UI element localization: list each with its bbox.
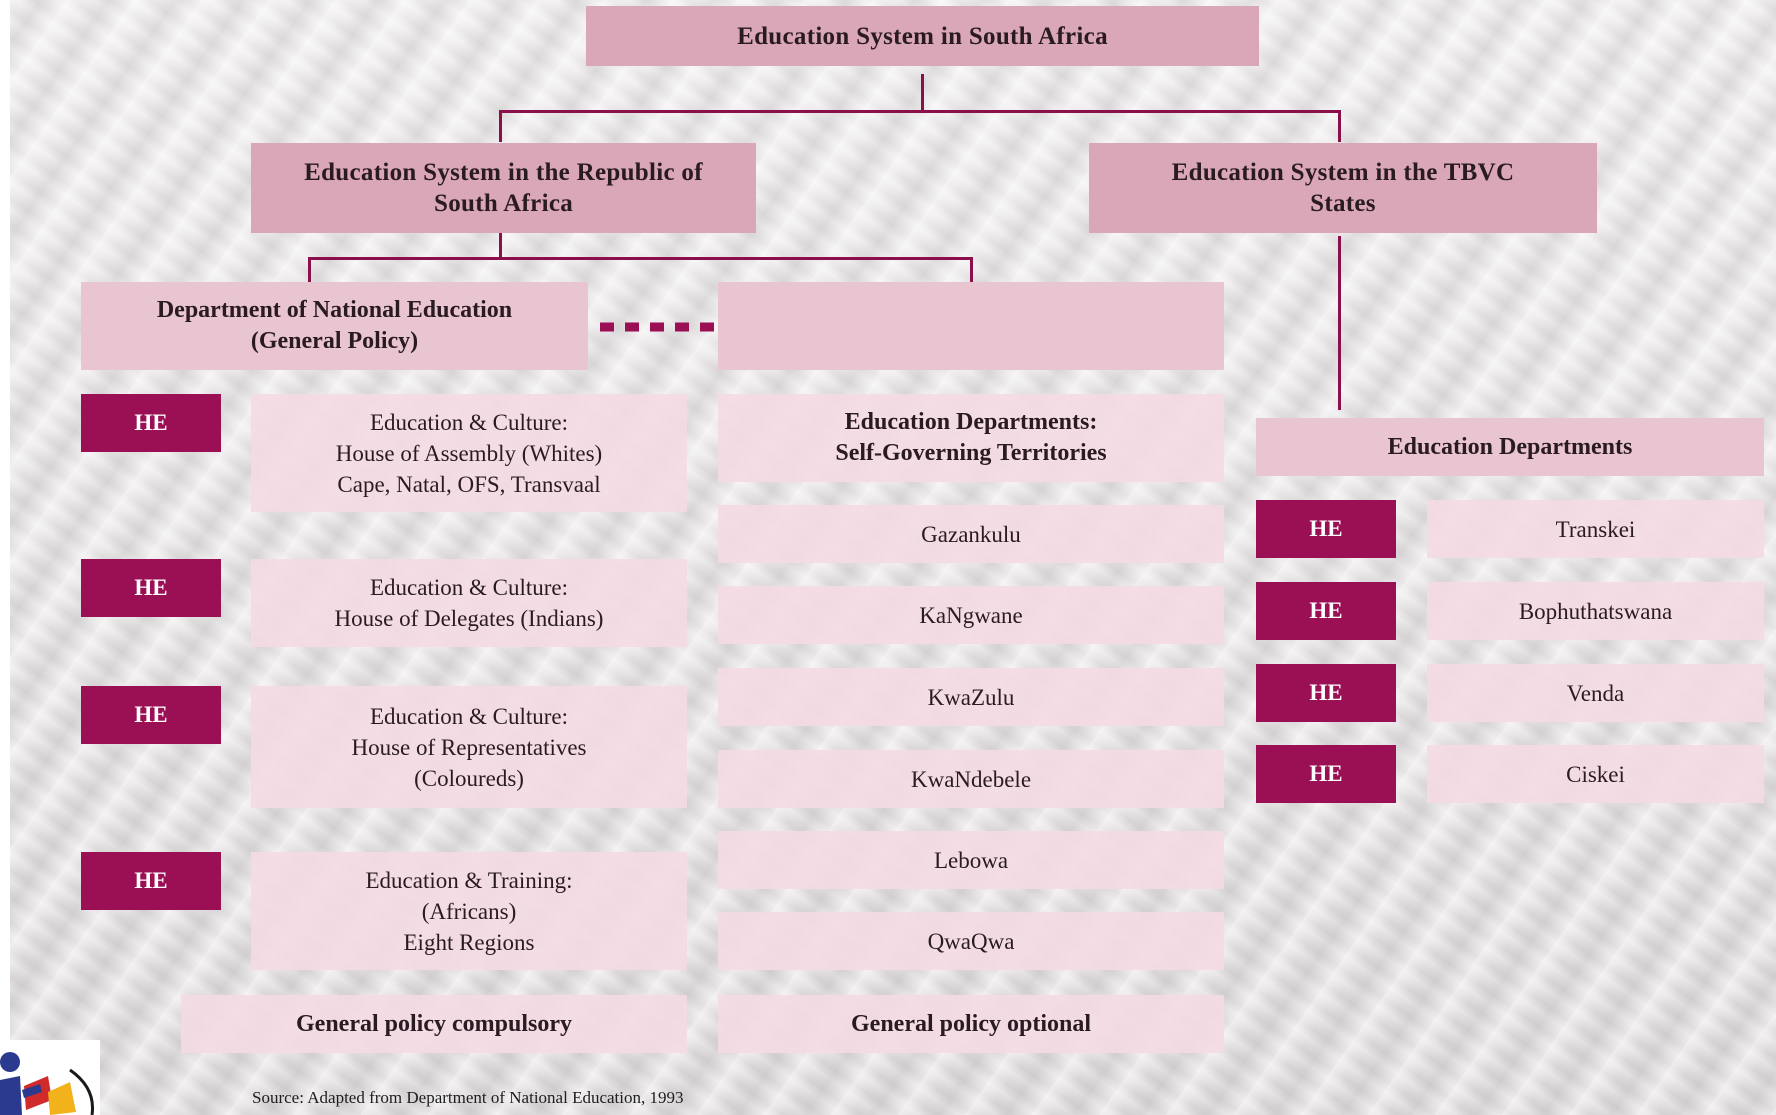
sgt-item-kangwane: KaNgwane — [718, 586, 1224, 644]
connector-republic-down — [499, 233, 502, 259]
connector-tbvc-drop — [1338, 110, 1341, 142]
tbvc-item-transkei: Transkei — [1427, 500, 1764, 558]
he-badge: HE — [81, 686, 221, 744]
connector-top-vertical — [921, 74, 924, 112]
house-line: Education & Culture: — [369, 409, 568, 435]
left-edge — [0, 0, 10, 1115]
sgt-item-gazankulu: Gazankulu — [718, 505, 1224, 563]
house-delegates-box: Education & Culture: House of Delegates … — [251, 559, 687, 647]
connector-tbvc-long — [1338, 236, 1341, 410]
republic-box: Education System in the Republic of Sout… — [251, 143, 756, 233]
title-box: Education System in South Africa — [586, 6, 1259, 66]
house-line: House of Delegates (Indians) — [334, 606, 604, 631]
dne-line1: Department of National Education — [156, 297, 513, 323]
sgt-header-line2: Self-Governing Territories — [835, 440, 1107, 466]
house-line: (Coloureds) — [414, 765, 524, 791]
page-title: Education System in South Africa — [737, 22, 1108, 50]
house-line: Eight Regions — [403, 929, 535, 955]
he-badge: HE — [81, 852, 221, 910]
he-badge: HE — [1256, 582, 1396, 640]
sgt-empty-box — [718, 282, 1224, 370]
education-training-box: Education & Training: (Africans) Eight R… — [251, 852, 687, 970]
connector-top-horizontal — [499, 110, 1341, 113]
house-line: House of Representatives — [351, 734, 587, 760]
sgt-item-kwazulu: KwaZulu — [718, 668, 1224, 726]
house-line: Education & Culture: — [369, 703, 568, 729]
house-line: House of Assembly (Whites) — [335, 440, 603, 466]
house-line: Education & Culture: — [369, 575, 568, 600]
house-assembly-box: Education & Culture: House of Assembly (… — [251, 394, 687, 512]
republic-label: Education System in the Republic of Sout… — [304, 159, 703, 217]
connector-sgt-drop — [970, 257, 973, 282]
dne-box: Department of National Education (Genera… — [81, 282, 588, 370]
sgt-header-box: Education Departments: Self-Governing Te… — [718, 394, 1224, 482]
policy-compulsory-box: General policy compulsory — [181, 995, 687, 1053]
connector-dne-drop — [308, 257, 311, 282]
sgt-item-kwandebele: KwaNdebele — [718, 750, 1224, 808]
sgt-item-lebowa: Lebowa — [718, 831, 1224, 889]
house-line: (Africans) — [421, 898, 517, 924]
tbvc-item-ciskei: Ciskei — [1427, 745, 1764, 803]
house-line: Cape, Natal, OFS, Transvaal — [337, 471, 601, 497]
house-line: Education & Training: — [365, 867, 573, 893]
he-badge: HE — [81, 559, 221, 617]
sgt-item-qwaqwa: QwaQwa — [718, 912, 1224, 970]
house-representatives-box: Education & Culture: House of Representa… — [251, 686, 687, 808]
policy-optional-box: General policy optional — [718, 995, 1224, 1053]
tbvc-box: Education System in the TBVC States — [1089, 143, 1597, 233]
tbvc-dept-header-box: Education Departments — [1256, 418, 1764, 476]
connector-republic-horizontal — [308, 257, 973, 260]
policy-compulsory: General policy compulsory — [296, 1010, 572, 1037]
tbvc-item-venda: Venda — [1427, 664, 1764, 722]
logo-icon — [0, 1040, 100, 1115]
source-note: Source: Adapted from Department of Natio… — [252, 1088, 684, 1107]
he-badge: HE — [1256, 745, 1396, 803]
tbvc-item-bophuthatswana: Bophuthatswana — [1427, 582, 1764, 640]
dne-line2: (General Policy) — [250, 328, 419, 354]
sgt-header-line1: Education Departments: — [844, 409, 1098, 435]
tbvc-label: Education System in the TBVC States — [1171, 159, 1515, 217]
connector-republic-drop — [499, 110, 502, 142]
he-badge: HE — [1256, 500, 1396, 558]
policy-optional: General policy optional — [851, 1010, 1091, 1037]
tbvc-dept-header: Education Departments — [1387, 433, 1633, 460]
he-badge: HE — [1256, 664, 1396, 722]
he-badge: HE — [81, 394, 221, 452]
